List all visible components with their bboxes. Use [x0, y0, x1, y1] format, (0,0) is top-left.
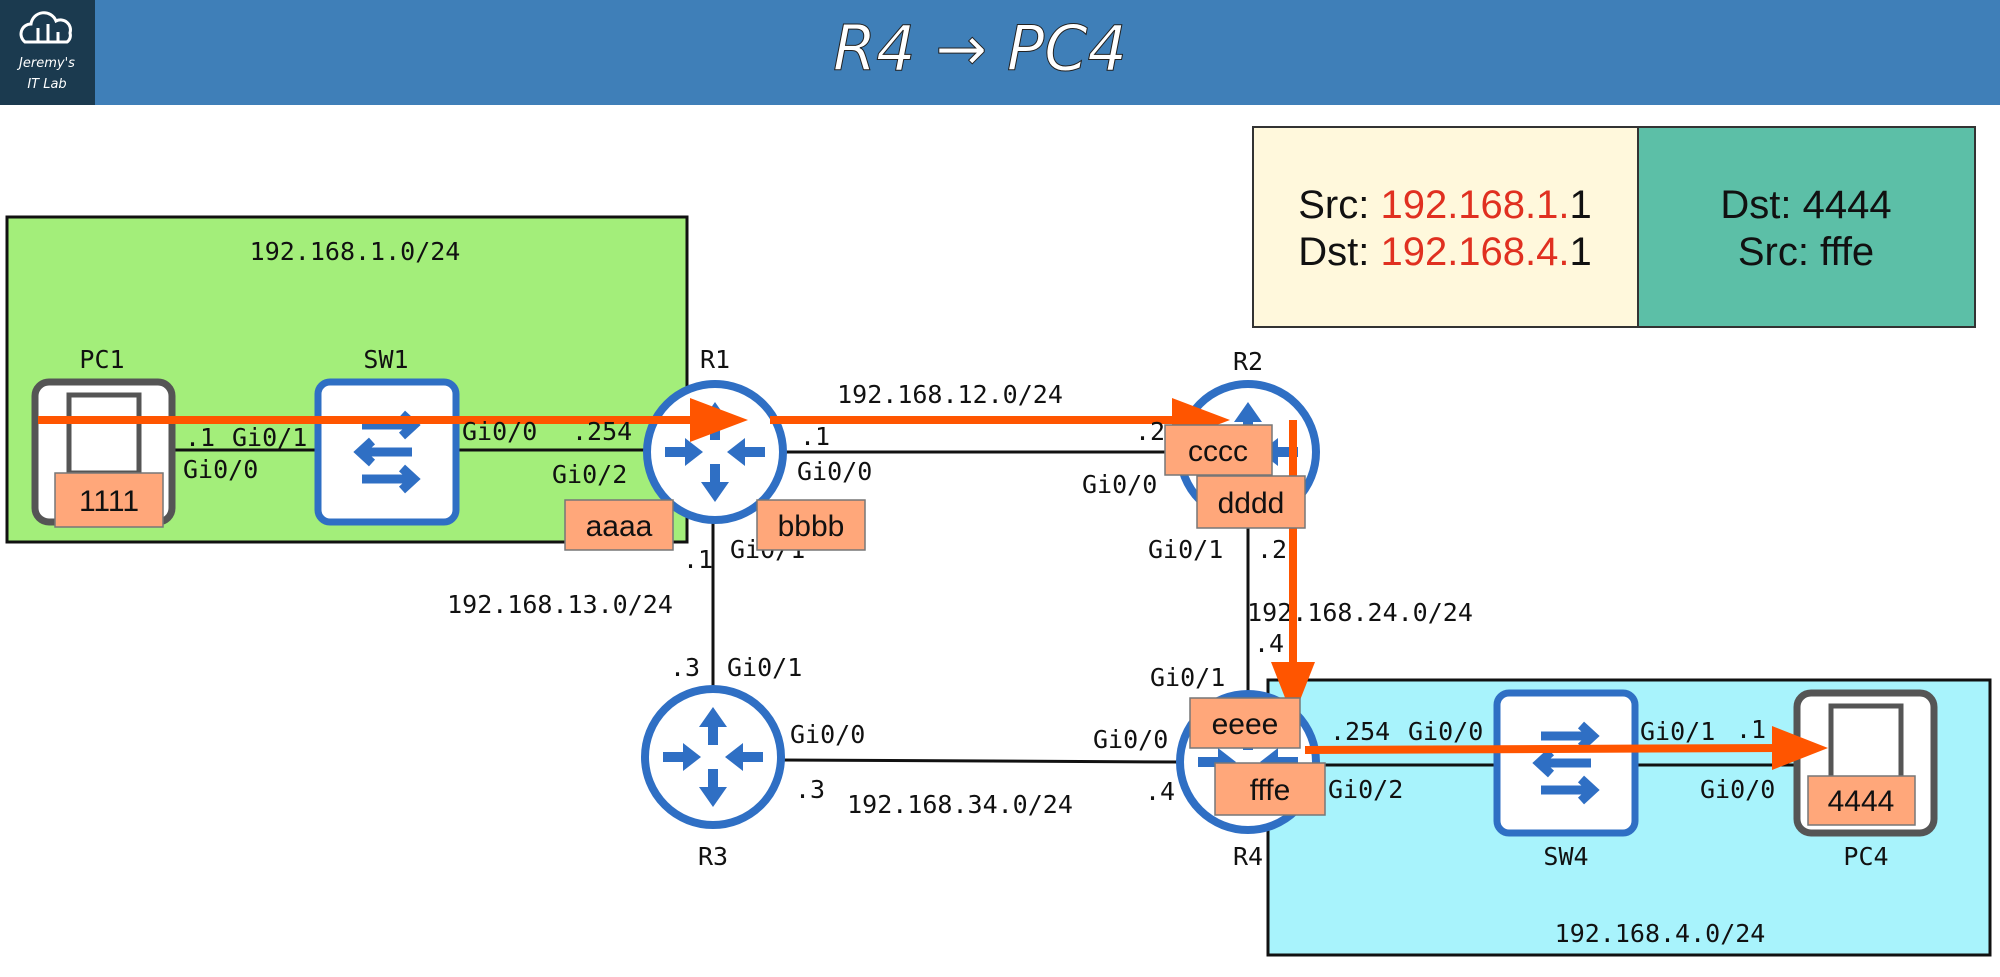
svg-text:.254: .254	[1330, 717, 1390, 746]
network-label: 192.168.4.0/24	[1555, 919, 1766, 948]
logo-text: IT Lab	[27, 77, 66, 92]
svg-text:Gi0/0: Gi0/0	[790, 720, 865, 749]
svg-text:Gi0/0: Gi0/0	[183, 455, 258, 484]
svg-text:.254: .254	[572, 417, 632, 446]
svg-text:Gi0/0: Gi0/0	[1408, 717, 1483, 746]
header-bar	[0, 0, 2000, 105]
logo	[0, 0, 95, 105]
device-label: SW1	[363, 345, 408, 374]
network-label: 192.168.1.0/24	[250, 237, 461, 266]
page-title: R4 → PC4	[833, 12, 1127, 85]
cloud-circuit-icon	[19, 11, 72, 44]
logo-text: Jeremy's	[16, 56, 75, 71]
l3-dst: Dst: 192.168.4.1	[1298, 230, 1592, 274]
svg-text:Gi0/1: Gi0/1	[232, 423, 307, 452]
mac-label: cccc	[1188, 435, 1248, 468]
svg-text:Gi0/1: Gi0/1	[1150, 663, 1225, 692]
svg-text:Gi0/0: Gi0/0	[1700, 775, 1775, 804]
mac-label: dddd	[1218, 487, 1285, 520]
svg-text:Gi0/1: Gi0/1	[727, 653, 802, 682]
mac-label: bbbb	[778, 510, 845, 543]
svg-text:.1: .1	[683, 545, 713, 574]
svg-text:Gi0/1: Gi0/1	[1148, 535, 1223, 564]
svg-text:.4: .4	[1145, 777, 1175, 806]
svg-text:Gi0/1: Gi0/1	[1640, 717, 1715, 746]
packet-path-arrow	[38, 398, 1828, 770]
svg-text:.1: .1	[1736, 715, 1766, 744]
device-label: R3	[698, 842, 728, 871]
svg-text:.2: .2	[1257, 535, 1287, 564]
sw1-switch-icon[interactable]	[314, 378, 460, 526]
svg-text:.3: .3	[670, 653, 700, 682]
svg-text:.4: .4	[1254, 629, 1284, 658]
l2-header-box	[1637, 126, 1976, 328]
l2-dst: Dst: 4444	[1720, 183, 1891, 227]
svg-text:.1: .1	[185, 423, 215, 452]
device-label: PC4	[1843, 842, 1888, 871]
device-label: R2	[1233, 347, 1263, 376]
l2-src: Src: fffe	[1738, 230, 1874, 274]
sw4-switch-icon[interactable]	[1493, 689, 1639, 837]
svg-text:Gi0/0: Gi0/0	[1082, 470, 1157, 499]
network-label: 192.168.24.0/24	[1247, 598, 1473, 627]
network-label: 192.168.12.0/24	[837, 380, 1063, 409]
svg-text:Gi0/0: Gi0/0	[1093, 725, 1168, 754]
mac-label: 4444	[1828, 785, 1895, 818]
svg-text:Gi0/2: Gi0/2	[552, 460, 627, 489]
mac-label: fffe	[1250, 774, 1291, 807]
mac-label: aaaa	[586, 510, 653, 543]
svg-text:.3: .3	[795, 775, 825, 804]
interface-labels: .1 Gi0/1 Gi0/0 Gi0/0 .254 Gi0/2 .1 Gi0/0…	[183, 417, 1775, 806]
r3-router-icon[interactable]	[641, 685, 785, 829]
network-label: 192.168.13.0/24	[447, 590, 673, 619]
device-label: PC1	[79, 345, 124, 374]
device-label: R4	[1233, 842, 1263, 871]
l3-src: Src: 192.168.1.1	[1298, 183, 1592, 227]
l3-header-box	[1252, 126, 1639, 328]
svg-text:.2: .2	[1135, 417, 1165, 446]
device-label: R1	[700, 345, 730, 374]
network-label: 192.168.34.0/24	[847, 790, 1073, 819]
svg-text:Gi0/0: Gi0/0	[462, 417, 537, 446]
device-label: SW4	[1543, 842, 1588, 871]
mac-address-boxes: 1111 aaaa bbbb cccc dddd eeee fffe 4444	[54, 424, 1916, 826]
mac-label: eeee	[1212, 708, 1279, 741]
svg-text:Gi0/2: Gi0/2	[1328, 775, 1403, 804]
mac-label: 1111	[79, 485, 139, 518]
svg-text:Gi0/0: Gi0/0	[797, 457, 872, 486]
svg-text:.1: .1	[800, 422, 830, 451]
